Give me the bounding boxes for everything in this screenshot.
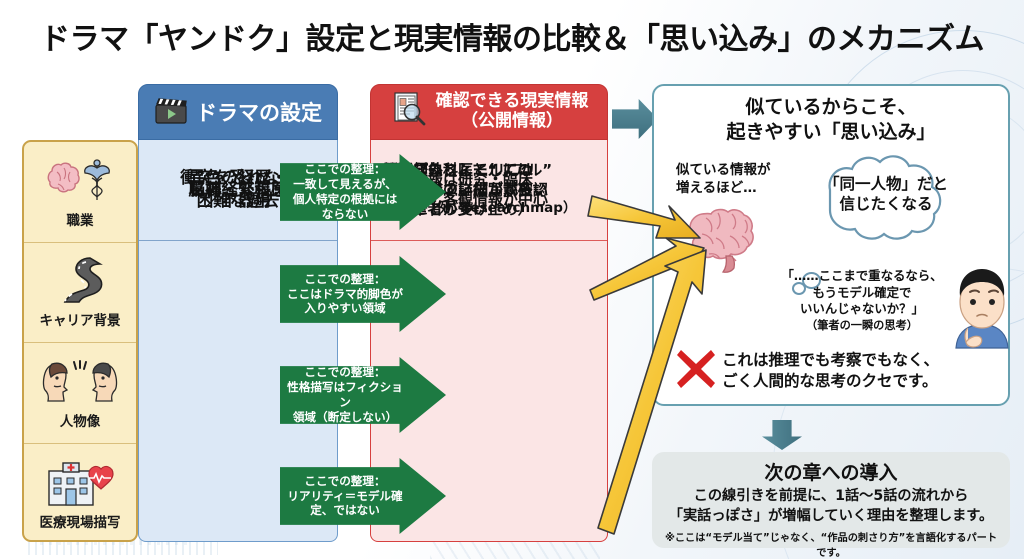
red-x-icon: [676, 348, 716, 388]
table-row: 衝突を恐れない ／不器用: [139, 140, 337, 241]
panel-subtitle-line: 増えるほど…: [676, 179, 757, 196]
thought-cloud-text: 「同一人物」だと 信じたくなる: [788, 174, 984, 215]
x-statement-text: これは推理でも考察でもなく、 ごく人間的な思考のクセです。: [722, 350, 939, 392]
reality-header-line1: 確認できる現実情報: [435, 91, 589, 112]
drama-cell-2: 衝突を恐れない ／不器用: [180, 167, 296, 212]
quote-line: もうモデル確定で: [812, 284, 912, 300]
clapperboard-icon: [154, 95, 188, 130]
next-chapter-note: ※ここは“モデル当て”じゃなく、“作品の刺さり方”を言語化するパートです。: [664, 532, 998, 559]
drama-cell-1: 異色の経歴・ 困難な過去: [189, 167, 288, 212]
brain-icon: [682, 196, 772, 274]
drama-header-label: ドラマの設定: [196, 101, 322, 125]
drama-cell-2-line: ／不器用: [205, 190, 271, 210]
thought-cloud-line: 信じたくなる: [839, 195, 933, 214]
winding-road-icon: [52, 255, 108, 307]
document-magnifier-icon: [390, 90, 428, 134]
drama-cell-3: 葛藤・緊張感: [188, 180, 288, 200]
table-row: 脳神経外科医: [139, 140, 337, 241]
thought-bubble-small-icon: [802, 272, 821, 289]
thought-cloud-shape: [782, 146, 990, 258]
x-statement-line: ごく人間的な思考のクセです。: [722, 371, 938, 390]
category-label: 職業: [66, 212, 94, 229]
panel-title-line: 起きやすい「思い込み」: [726, 120, 936, 143]
category-column: 職業 キャリア背景: [22, 140, 138, 542]
thought-bubble-smaller-icon: [792, 282, 806, 295]
callout-2-line: 性格描写はフィクション: [287, 380, 403, 409]
next-chapter-box: 次の章への導入 この線引きを前提に、1話〜5話の流れから 「実話っぽさ」が増幅し…: [652, 452, 1010, 559]
drama-cell-1-line: 異色の経歴・: [188, 168, 288, 188]
table-row: 異色の経歴・ 困難な過去: [139, 140, 337, 241]
reality-column-header: 確認できる現実情報 （公開情報）: [370, 84, 608, 140]
comparison-table: 職業 キャリア背景: [22, 84, 622, 542]
inner-monologue-quote: 「……ここまで重なるなら、 もうモデル確定で いいんじゃないか？」 （筆者の一瞬…: [772, 268, 952, 333]
next-chapter-body-line: この線引きを前提に、1話〜5話の流れから: [693, 488, 969, 504]
brain-caduceus-icon: [44, 155, 116, 207]
category-label: 人物像: [59, 413, 101, 430]
drama-cell-0: 脳神経外科医: [188, 179, 288, 199]
reality-header-label: 確認できる現実情報 （公開情報）: [436, 92, 589, 131]
page-title: ドラマ「ヤンドク」設定と現実情報の比較＆「思い込み」のメカニズム: [40, 22, 985, 57]
panel-title: 似ているからこそ、 起きやすい「思い込み」: [654, 95, 1008, 144]
callout-1-line: ここでの整理：: [304, 271, 386, 286]
callout-0-line: ここでの整理：: [304, 162, 386, 177]
quote-line: いいんじゃないか？」: [800, 301, 924, 317]
category-cell-occupation: 職業: [24, 142, 136, 243]
callout-1-line: 入りやすい領域: [304, 301, 386, 316]
callout-3-line: リアリティ＝モデル確: [287, 488, 403, 503]
panel-title-line: 似ているからこそ、: [745, 96, 917, 118]
reality-header-line2: （公開情報）: [460, 111, 563, 131]
thought-cloud-line: 「同一人物」だと: [823, 175, 948, 193]
callout-2-line: ここでの整理：: [304, 365, 386, 380]
callout-0-line: 個人特定の根拠には: [292, 192, 398, 206]
panel-subtitle-line: 似ている情報が: [676, 162, 771, 178]
next-chapter-body-line: 「実話っぽさ」が増幅していく理由を整理します。: [668, 508, 994, 525]
callout-0-line: 一致して見えるが、: [293, 177, 397, 192]
next-chapter-title: 次の章への導入: [764, 462, 898, 484]
callout-arrow-3: ここでの整理： リアリティ＝モデル確 定、ではない: [280, 458, 446, 534]
table-row: 葛藤・緊張感: [139, 140, 337, 241]
two-faces-arguing-icon: [40, 356, 120, 408]
reality-cell-0-line: できる（例：researchmap）: [383, 200, 577, 217]
panel-subtitle: 似ている情報が 増えるほど…: [676, 162, 771, 197]
category-label: キャリア背景: [39, 313, 121, 330]
reality-cell-3-line: 視聴印象として“リアル”: [383, 161, 553, 179]
drama-cell-2-line: 衝突を恐れない: [180, 168, 296, 188]
x-statement-line: これは推理でも考察でもなく、: [722, 351, 940, 369]
category-cell-persona: 人物像: [24, 343, 136, 444]
callout-1-line: ここはドラマ的脚色が: [287, 286, 403, 301]
category-cell-medical-scene: 医療現場描写: [24, 444, 136, 545]
worried-person-icon: [946, 264, 1018, 356]
quote-line: 「……ここまで重なるなら、: [781, 268, 943, 283]
drama-column-header: ドラマの設定: [138, 84, 338, 140]
callout-3-line: ここでの整理：: [304, 473, 386, 488]
callout-2-line: 領域（断定しない）: [292, 409, 398, 424]
quote-attribution: （筆者の一瞬の思考）: [806, 318, 918, 332]
callout-3-line: 定、ではない: [310, 503, 380, 518]
category-cell-career: キャリア背景: [24, 243, 136, 343]
belief-mechanism-panel: 似ているからこそ、 起きやすい「思い込み」 似ている情報が 増えるほど… 「同一…: [652, 84, 1010, 406]
drama-cell-1-line: 困難な過去: [196, 190, 280, 210]
callout-0-line: ならない: [321, 206, 369, 221]
category-label: 医療現場描写: [39, 514, 121, 531]
hospital-heartbeat-icon: [43, 457, 117, 509]
